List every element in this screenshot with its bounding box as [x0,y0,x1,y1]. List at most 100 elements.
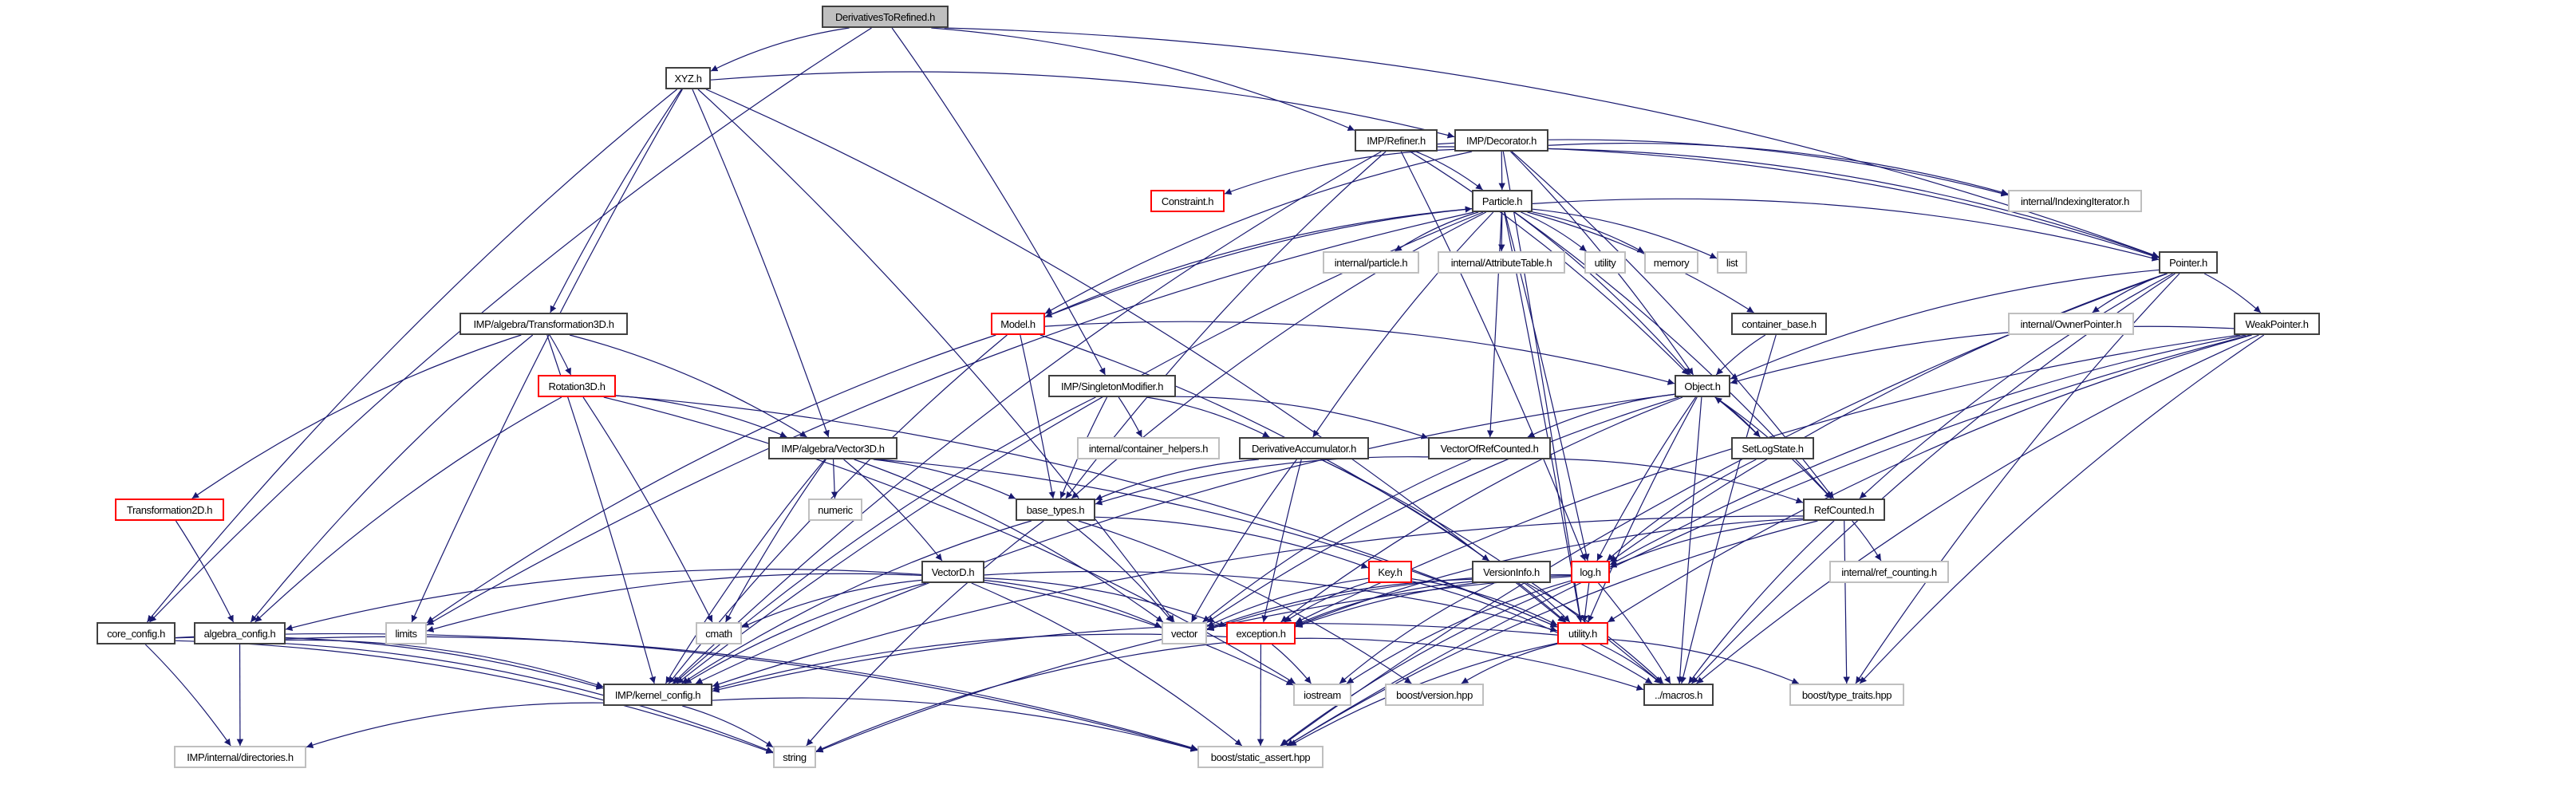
node-refcounted[interactable]: RefCounted.h [1803,499,1885,521]
edge-singletonmod-to-vorc [1175,396,1429,439]
edge-log-to-string [815,576,1572,753]
node-label: internal/AttributeTable.h [1450,256,1552,269]
node-refiner[interactable]: IMP/Refiner.h [1355,129,1438,152]
node-label: internal/OwnerPointer.h [2020,317,2122,330]
edge-core_config-to-string [175,640,774,754]
edge-exception-to-macros [1295,637,1644,691]
edge-vector3d-to-vectord [843,459,943,562]
node-label: IMP/Decorator.h [1466,134,1537,147]
edge-rotation3d-to-cmath [582,396,713,623]
node-decorator[interactable]: IMP/Decorator.h [1454,129,1548,152]
edge-vectord-to-algebra_config [285,569,922,632]
edge-base_types-to-string [806,520,1044,747]
node-singletonmod[interactable]: IMP/SingletonModifier.h [1048,375,1176,397]
node-label: Rotation3D.h [548,380,606,392]
edge-transformation3d-to-algebra_config [250,334,534,623]
edge-vectord-to-vector [984,579,1162,628]
edge-kernel_config-to-directories [306,702,604,749]
edge-vector3d-to-vector [854,459,1164,623]
node-key[interactable]: Key.h [1368,561,1412,583]
node-versioninfo[interactable]: VersionInfo.h [1472,561,1551,583]
node-label: Pointer.h [2169,256,2207,269]
node-boost-version: boost/version.hpp [1385,684,1484,706]
edge-refiner-to-kernel_config [672,151,1382,684]
node-base-types[interactable]: base_types.h [1016,499,1095,521]
edge-log-to-static_assert [1280,582,1572,747]
edge-setlogstate-to-object [1714,396,1761,438]
edge-vectord-to-utility_h [984,570,1558,633]
node-container-base[interactable]: container_base.h [1731,313,1827,335]
edge-transformation3d-to-vector3d [569,334,807,438]
node-algebra-config[interactable]: algebra_config.h [194,622,286,644]
node-log[interactable]: log.h [1571,561,1610,583]
node-limits: limits [385,622,427,644]
edge-vectord-to-limits [426,573,922,633]
edge-pointer-to-object [1730,269,2160,380]
node-utility-h[interactable]: utility.h [1557,622,1608,644]
node-label: VectorD.h [931,566,975,578]
edge-model-to-limits [426,334,996,624]
edge-log-to-iostream [1346,580,1572,684]
node-label: log.h [1580,566,1601,578]
node-label: Particle.h [1481,195,1523,207]
node-label: IMP/Refiner.h [1367,134,1426,147]
node-label: VectorOfRefCounted.h [1440,442,1539,455]
edge-transformation3d-to-transformation2d [191,334,522,499]
node-kernel-config[interactable]: IMP/kernel_config.h [603,684,712,706]
edge-rotation3d-to-algebra_config [254,396,562,623]
node-label: internal/particle.h [1334,256,1408,269]
edge-base_types-to-kernel_config [681,520,1032,684]
node-macros[interactable]: ../macros.h [1643,684,1714,706]
node-setlogstate[interactable]: SetLogState.h [1731,437,1814,459]
edge-exception-to-kernel_config [712,633,1227,691]
node-core-config[interactable]: core_config.h [97,622,176,644]
node-indexing: internal/IndexingIterator.h [2008,190,2142,212]
edge-singletonmod-to-derivacc [1146,396,1270,438]
node-numeric: numeric [808,499,862,521]
node-exception[interactable]: exception.h [1226,622,1296,644]
node-transformation2d[interactable]: Transformation2D.h [115,499,224,521]
edge-model-to-base_types [1020,334,1055,499]
edge-xyz-to-core_config [146,89,677,623]
node-label: Object.h [1684,380,1721,392]
edge-vector3d-to-numeric [830,459,838,499]
edge-main-to-xyz [710,27,850,72]
node-vectord[interactable]: VectorD.h [921,561,984,583]
node-constraint[interactable]: Constraint.h [1150,190,1225,212]
edge-xyz-to-decorator [710,71,1455,139]
edge-vectord-to-exception [984,577,1227,628]
edge-object-to-kernel_config [695,393,1675,684]
node-derivacc[interactable]: DerivativeAccumulator.h [1239,437,1369,459]
node-xyz[interactable]: XYZ.h [665,67,711,89]
node-weakpointer[interactable]: WeakPointer.h [2234,313,2320,335]
node-label: internal/IndexingIterator.h [2021,195,2129,207]
edge-refcounted-to-kernel_config [712,515,1804,688]
node-label: DerivativesToRefined.h [835,10,935,23]
node-label: WeakPointer.h [2245,317,2309,330]
node-pointer[interactable]: Pointer.h [2159,251,2218,274]
node-transformation3d[interactable]: IMP/algebra/Transformation3D.h [460,313,628,335]
edge-pointer-to-static_assert [1280,273,2168,747]
node-directories: IMP/internal/directories.h [174,746,306,768]
node-label: ../macros.h [1655,688,1702,701]
node-object[interactable]: Object.h [1675,375,1730,397]
edge-utility_h-to-boost_version [1461,643,1558,684]
node-label: limits [395,627,417,640]
node-model[interactable]: Model.h [991,313,1045,335]
node-vector: vector [1162,622,1207,644]
edge-container_base-to-object [1715,334,1766,376]
node-label: DerivativeAccumulator.h [1252,442,1356,455]
edge-exception-to-string [815,641,1227,752]
edge-particle-to-vorc [1486,211,1502,438]
edge-refcounted-to-ref_counting [1852,520,1882,562]
edge-container_base-to-macros [1679,334,1777,684]
node-vorc[interactable]: VectorOfRefCounted.h [1428,437,1551,459]
node-particle[interactable]: Particle.h [1472,190,1533,212]
node-vector3d[interactable]: IMP/algebra/Vector3D.h [768,437,897,459]
node-string: string [773,746,816,768]
node-label: core_config.h [107,627,165,640]
node-rotation3d[interactable]: Rotation3D.h [538,375,616,397]
edge-weakpointer-to-type_traits [1859,334,2265,684]
